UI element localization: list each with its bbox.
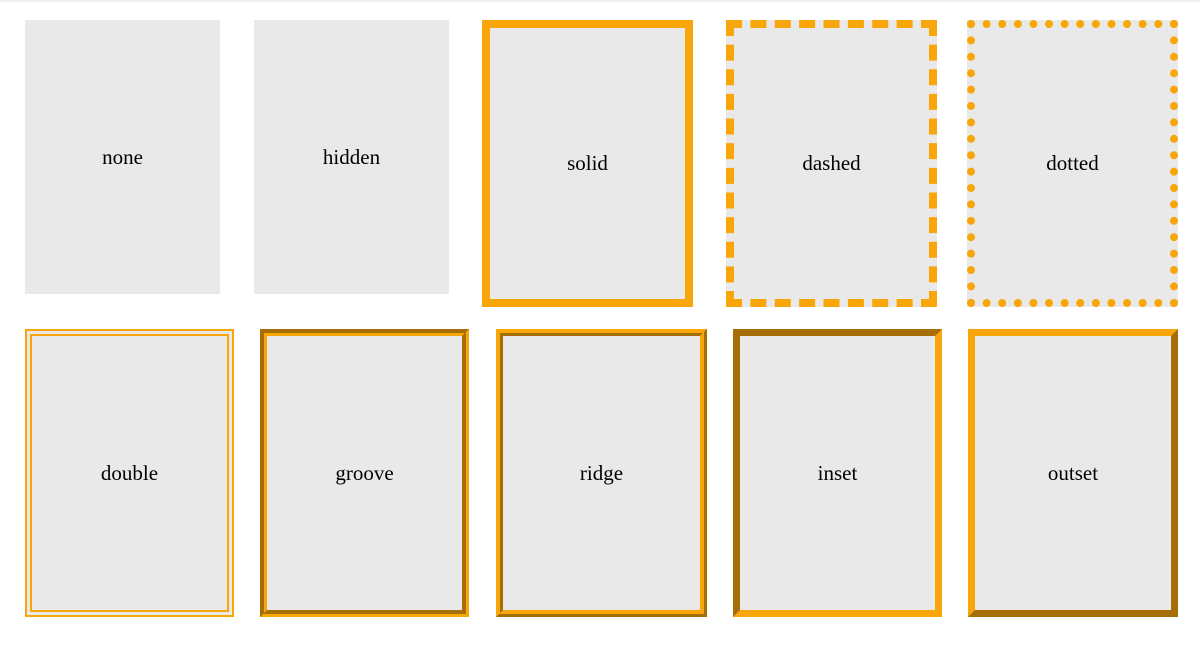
box-label-dotted: dotted [1046, 151, 1099, 175]
page-top-divider [0, 0, 1200, 2]
border-box-none: none [25, 20, 220, 294]
box-label-double: double [100, 460, 159, 485]
box-label-ridge: ridge [579, 460, 624, 485]
border-box-inset: inset [733, 329, 942, 617]
box-label-groove: groove [335, 460, 394, 485]
border-box-solid: solid [482, 20, 693, 307]
box-label-outset: outset [1047, 460, 1099, 485]
border-box-hidden: hidden [254, 20, 449, 294]
border-box-dotted: dotted [967, 20, 1178, 307]
border-box-groove: groove [260, 329, 469, 617]
border-box-outset: outset [968, 329, 1178, 617]
box-label-none: none [102, 144, 143, 169]
box-label-solid: solid [567, 151, 608, 175]
border-box-dashed: dashed [726, 20, 937, 307]
border-box-double: double [25, 329, 234, 617]
border-box-ridge: ridge [496, 329, 707, 617]
box-label-inset: inset [817, 460, 858, 485]
box-label-hidden: hidden [322, 144, 381, 169]
box-label-dashed: dashed [802, 151, 861, 175]
